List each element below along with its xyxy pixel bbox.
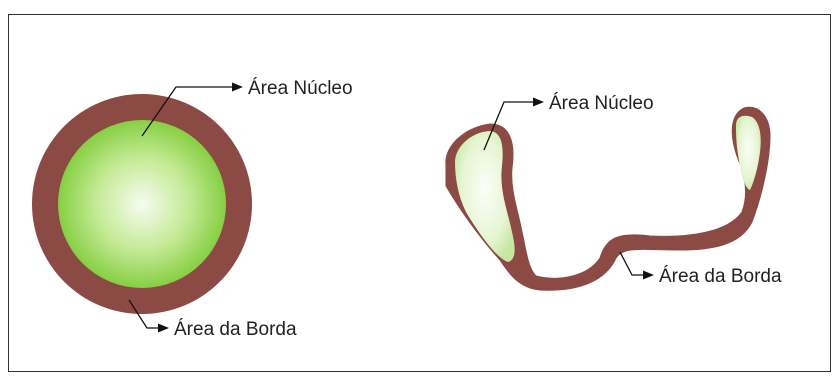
circular-core-area: [58, 120, 226, 288]
right-core-label: Área Núcleo: [549, 93, 654, 114]
circular-patch: [32, 94, 252, 314]
irregular-patch: [446, 107, 770, 290]
right-edge-pointer: [620, 252, 654, 280]
left-core-label: Área Núcleo: [248, 78, 353, 99]
left-edge-label: Área da Borda: [174, 319, 297, 340]
right-edge-label: Área da Borda: [659, 266, 782, 287]
